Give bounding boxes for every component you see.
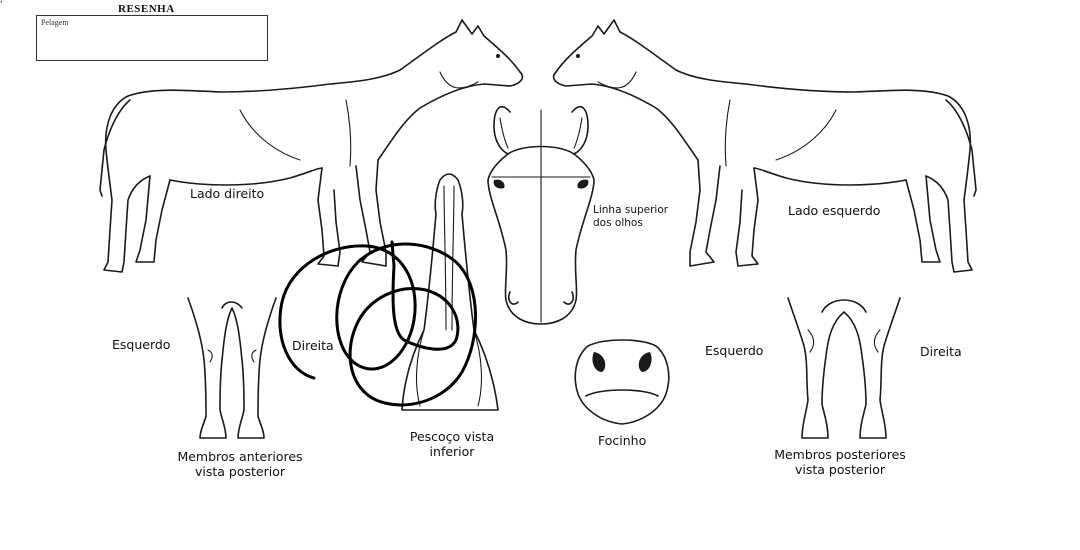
form-title: RESENHA: [118, 3, 175, 15]
corner-mark: ': [0, 0, 3, 10]
label-anterior-direita: Direita: [292, 338, 334, 353]
label-pescoco: Pescoço vista inferior: [409, 429, 495, 459]
pen-scribble: [278, 240, 477, 407]
pelagem-label: Pelagem: [41, 18, 69, 27]
label-linha-superior-olhos: Linha superior dos olhos: [593, 204, 669, 229]
label-posterior-direita: Direita: [920, 344, 962, 359]
horse-right-side: [99, 19, 524, 273]
horse-head-front: [487, 106, 595, 325]
label-focinho: Focinho: [598, 433, 647, 448]
neck-inferior: [401, 173, 499, 411]
hindlimbs-posterior: [787, 297, 901, 439]
label-lado-direito: Lado direito: [190, 186, 265, 201]
forelimbs-posterior: [187, 297, 277, 439]
label-anterior-esquerdo: Esquerdo: [112, 337, 171, 352]
label-membros-anteriores: Membros anteriores vista posterior: [177, 449, 303, 479]
pelagem-field[interactable]: Pelagem: [36, 15, 268, 61]
label-lado-esquerdo: Lado esquerdo: [788, 203, 881, 218]
label-posterior-esquerdo: Esquerdo: [705, 343, 764, 358]
horse-left-side: [552, 19, 977, 273]
label-membros-posteriores: Membros posteriores vista posterior: [774, 447, 906, 477]
muzzle: [574, 339, 670, 425]
